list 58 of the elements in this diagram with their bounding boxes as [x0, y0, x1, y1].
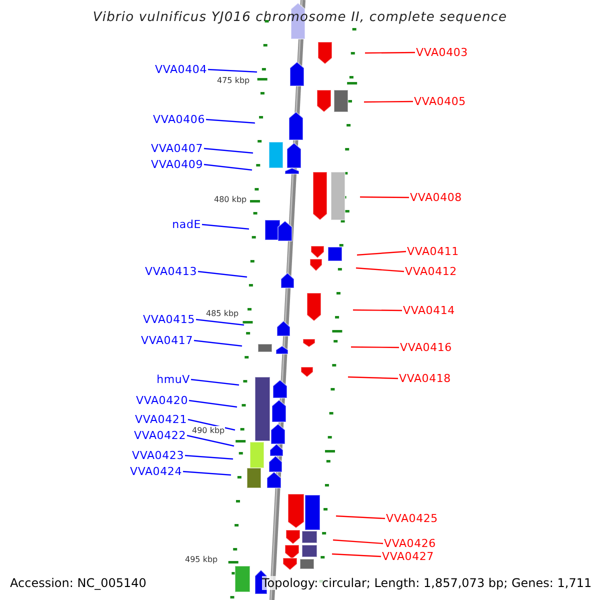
scale-label: 480 kbp	[214, 195, 247, 204]
gene-label: VVA0421	[135, 413, 187, 426]
gene-label: VVA0414	[403, 304, 455, 317]
leader-line	[186, 434, 234, 447]
gene-label: VVA0415	[143, 313, 195, 326]
gene-label: VVA0412	[405, 265, 457, 278]
gene-label: VVA0416	[400, 341, 452, 354]
gene-label: VVA0427	[382, 550, 434, 563]
leader-line	[332, 539, 384, 544]
leader-line	[198, 270, 248, 278]
gene-label: VVA0413	[145, 265, 197, 278]
leader-line	[365, 52, 415, 54]
gene-label: VVA0417	[141, 334, 193, 347]
scale-label: 495 kbp	[185, 555, 218, 564]
gene-label: VVA0411	[407, 245, 459, 258]
leader-line	[184, 454, 234, 460]
leader-line	[196, 318, 244, 326]
gene-label: VVA0423	[132, 449, 184, 462]
scale-label: 490 kbp	[192, 426, 225, 435]
gene-label: VVA0405	[414, 95, 466, 108]
leader-line	[204, 148, 254, 154]
leader-line	[364, 100, 413, 103]
leader-line	[190, 378, 240, 386]
leader-line	[188, 418, 236, 431]
leader-line	[182, 470, 232, 476]
leader-line	[336, 515, 386, 520]
gene-label: VVA0403	[416, 46, 468, 59]
gene-label: VVA0406	[153, 113, 205, 126]
gene-label: VVA0407	[151, 142, 203, 155]
leader-line	[204, 164, 252, 171]
scale-label: 475 kbp	[217, 76, 250, 85]
leader-line	[188, 400, 238, 408]
gene-label: VVA0404	[155, 63, 207, 76]
leader-line	[351, 346, 399, 348]
gene-label: VVA0425	[386, 512, 438, 525]
leader-line	[202, 224, 250, 230]
accession-text: Accession: NC_005140	[10, 576, 146, 590]
leader-line	[194, 340, 242, 347]
summary-text: Topology: circular; Length: 1,857,073 bp; Genes: 1,711	[262, 576, 592, 590]
leader-line	[356, 267, 404, 272]
leader-line	[360, 196, 409, 198]
gene-label: VVA0418	[399, 372, 451, 385]
leader-line	[356, 250, 406, 256]
leader-line	[332, 553, 382, 558]
gene-label: VVA0409	[151, 158, 203, 171]
leader-line	[348, 376, 398, 380]
leader-line	[208, 68, 258, 73]
title: Vibrio vulnificus YJ016 chromosome II, complete sequence	[92, 10, 508, 26]
gene-label: VVA0422	[134, 429, 186, 442]
gene-label: VVA0420	[136, 394, 188, 407]
leader-line	[206, 118, 256, 124]
gene-label: VVA0424	[130, 465, 182, 478]
gene-label: nadE	[172, 218, 201, 231]
scale-label: 485 kbp	[206, 309, 239, 318]
gene-label: VVA0426	[384, 537, 436, 550]
gene-label: hmuV	[156, 373, 190, 386]
gene-label: VVA0408	[410, 191, 462, 204]
leader-line	[353, 309, 402, 312]
